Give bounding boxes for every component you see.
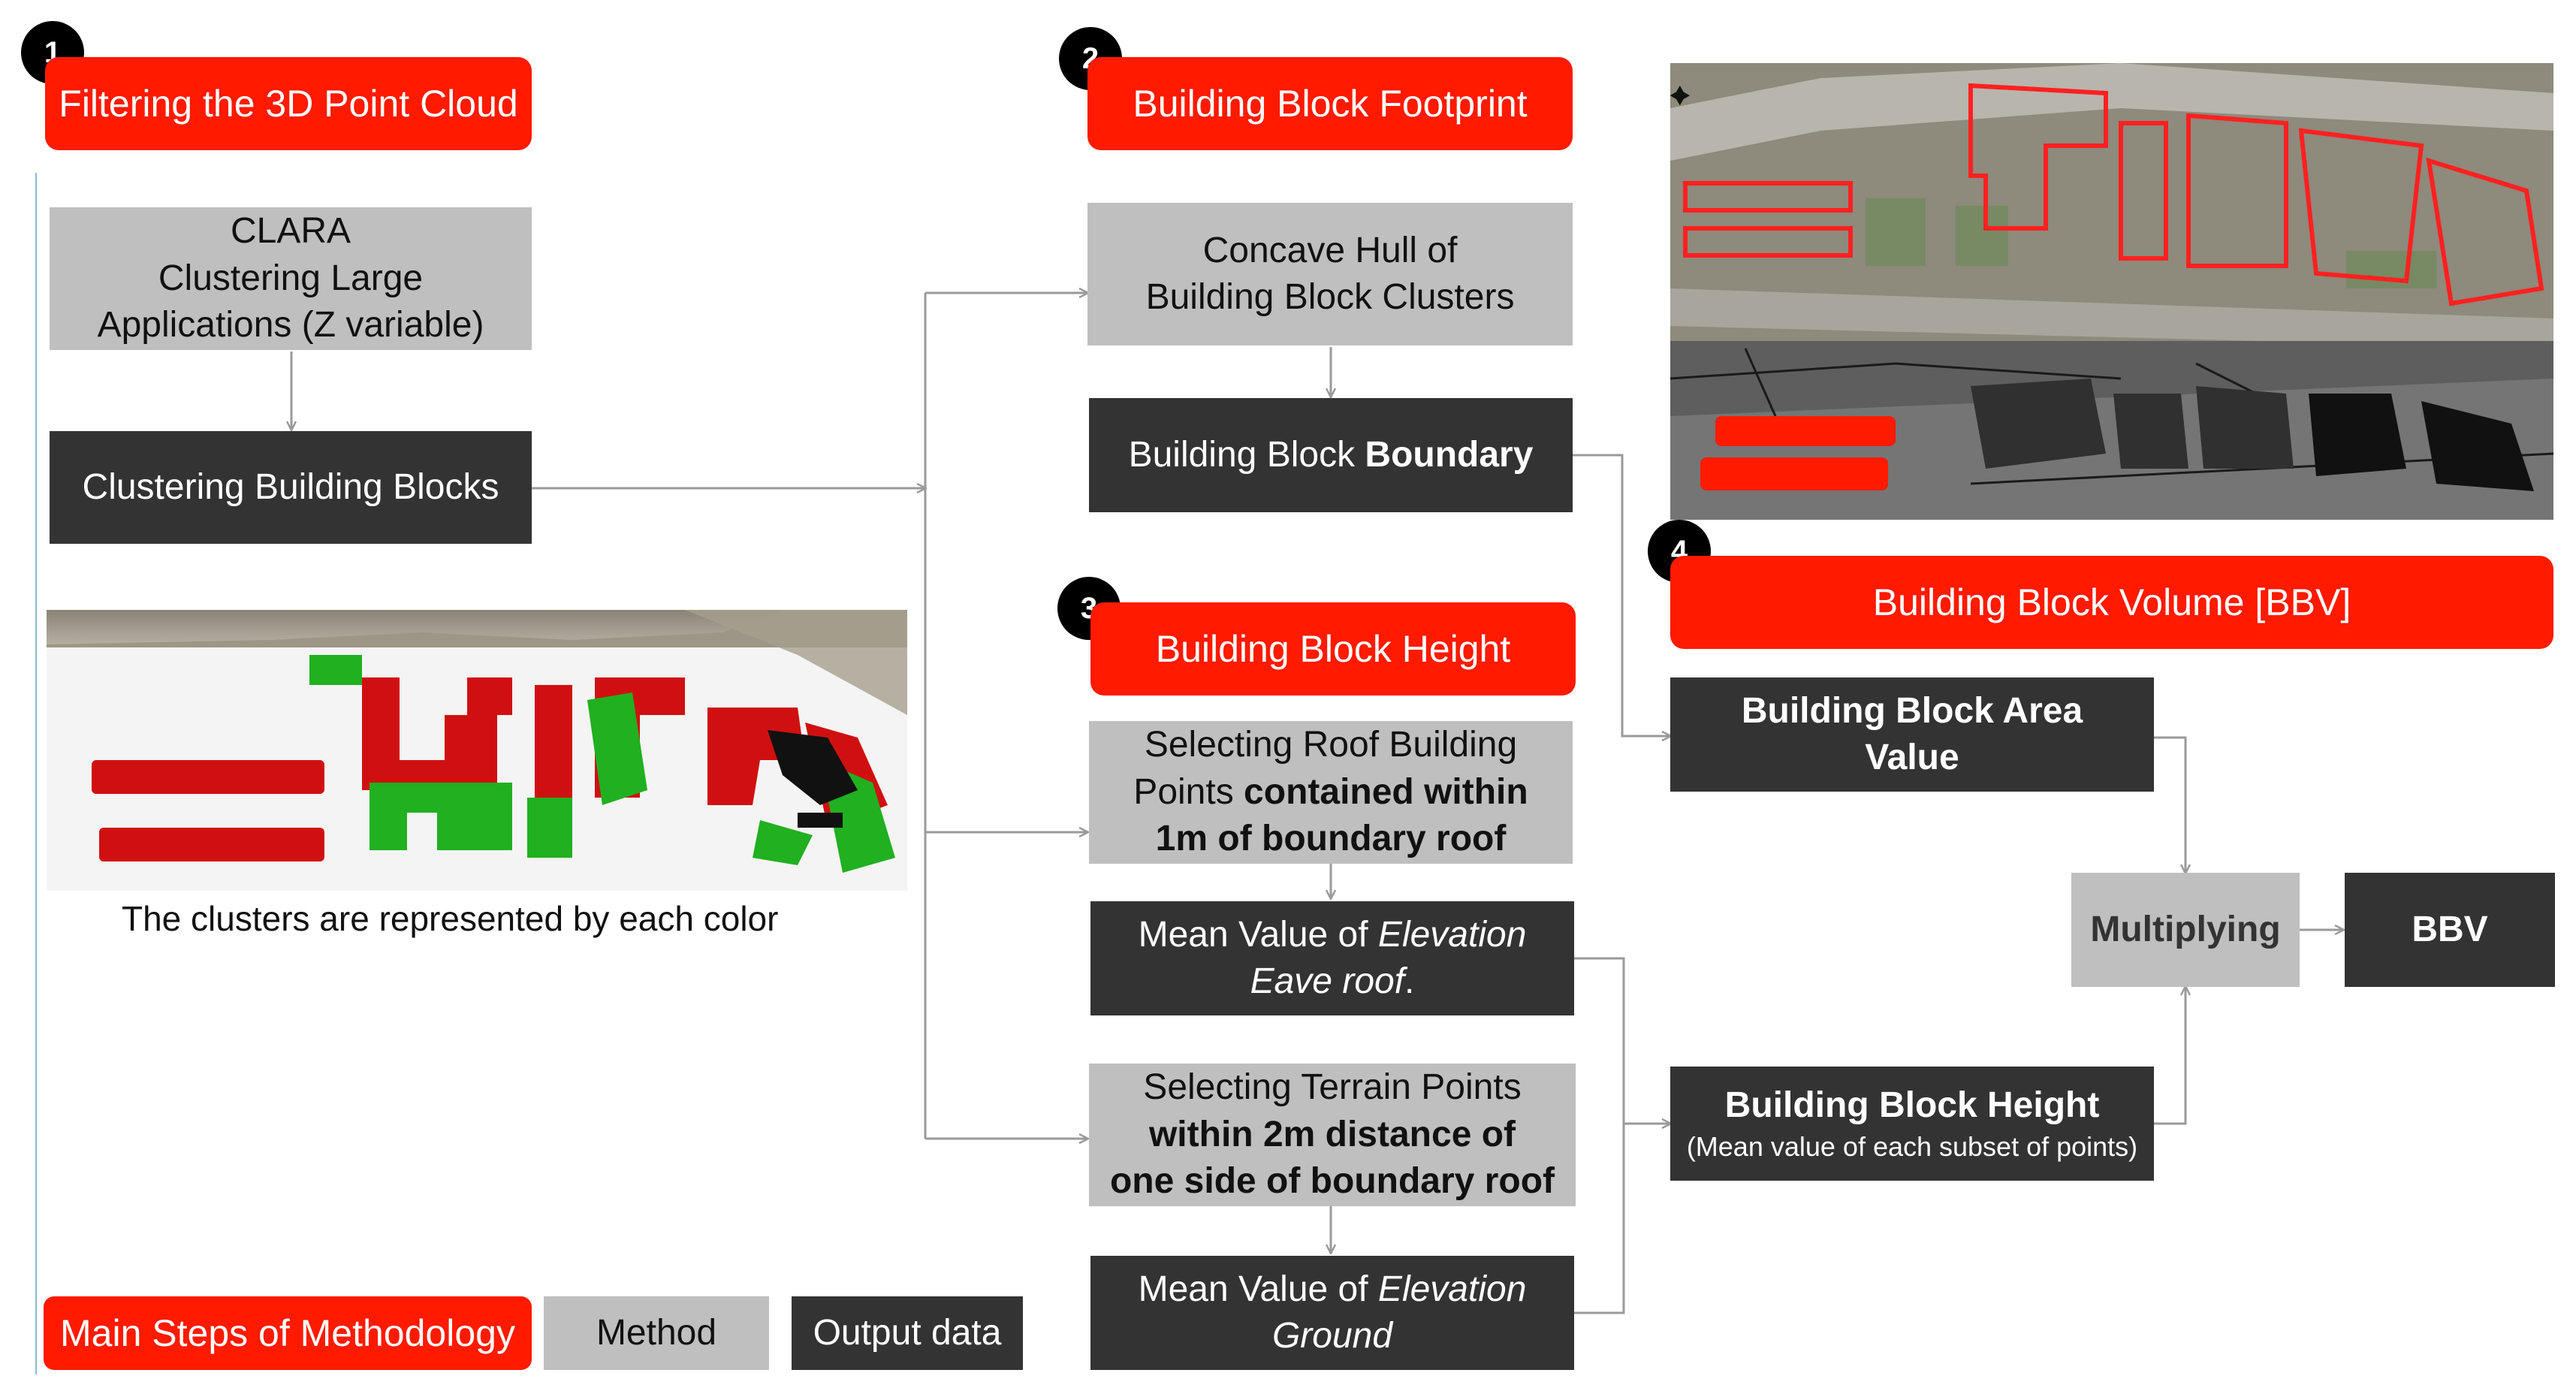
area-value-output-box: Building Block Area Value (1670, 677, 2154, 792)
roof-select-line-3: 1m of boundary roof (1155, 819, 1507, 859)
multiplying-method-box: Multiplying (2071, 873, 2300, 987)
concave-hull-line-1: Concave Hull of (1202, 230, 1458, 270)
concave-hull-line-2: Building Block Clusters (1145, 277, 1515, 317)
height-output-box: Building Block Height (Mean value of eac… (1670, 1067, 2154, 1181)
height-output-title: Building Block Height (1724, 1085, 2100, 1126)
step-1-header: Filtering the 3D Point Cloud (45, 57, 532, 150)
clustering-output-box: Clustering Building Blocks (50, 431, 532, 544)
boundary-label-bold: Boundary (1365, 434, 1534, 475)
area-line-2: Value (1865, 738, 1959, 777)
eave-line-2-italic: Eave roof (1250, 961, 1405, 1001)
legend-method: Method (544, 1296, 769, 1370)
aerial-3d-building-image (1670, 63, 2553, 520)
roof-select-line-2-bold: contained within (1244, 771, 1528, 812)
cluster-visualization-image (47, 610, 907, 891)
boundary-label-plain: Building Block (1128, 434, 1365, 475)
bbv-output-box: BBV (2345, 873, 2555, 987)
step-3-header: Building Block Height (1090, 602, 1576, 695)
step-2-header: Building Block Footprint (1087, 57, 1573, 150)
compass-icon (1670, 86, 1691, 106)
arrow-boundary-to-area (1573, 454, 1670, 736)
clara-line-1: CLARA (230, 211, 351, 252)
eave-line-1-plain: Mean Value of (1138, 914, 1378, 955)
roof-select-line-1: Selecting Roof Building (1144, 725, 1518, 765)
ground-line-1-italic: Elevation (1377, 1269, 1527, 1309)
legend-output-data: Output data (792, 1296, 1023, 1370)
arrow-height-to-multiplying (2154, 987, 2185, 1125)
terrain-select-line-3: one side of boundary roof (1109, 1161, 1555, 1202)
roof-select-line-2-plain: Points (1133, 771, 1244, 812)
eave-elevation-output-box: Mean Value of Elevation Eave roof. (1090, 901, 1574, 1015)
area-line-1: Building Block Area (1741, 690, 2083, 731)
bracket-eave-ground (1574, 957, 1625, 1314)
terrain-select-line-1: Selecting Terrain Points (1143, 1067, 1522, 1108)
ground-elevation-output-box: Mean Value of Elevation Ground (1090, 1256, 1574, 1370)
terrain-points-method-box: Selecting Terrain Points within 2m dista… (1089, 1064, 1576, 1206)
clara-method-box: CLARA Clustering Large Applications (Z v… (50, 207, 532, 350)
eave-line-1-italic: Elevation (1377, 914, 1527, 955)
arrow-area-to-multiplying (2154, 736, 2185, 873)
ground-line-1-plain: Mean Value of (1138, 1269, 1378, 1309)
eave-line-2-plain: . (1404, 961, 1415, 1001)
concave-hull-method-box: Concave Hull of Building Block Clusters (1087, 203, 1573, 345)
height-output-subtitle: (Mean value of each subset of points) (1686, 1130, 2138, 1162)
legend-main-steps: Main Steps of Methodology (44, 1296, 532, 1370)
cluster-image-caption: The clusters are represented by each col… (122, 899, 779, 938)
roof-points-method-box: Selecting Roof Building Points contained… (1089, 721, 1573, 864)
terrain-select-line-2: within 2m distance of (1148, 1114, 1516, 1154)
clara-line-2: Clustering Large (158, 258, 424, 298)
step-4-header: Building Block Volume [BBV] (1670, 556, 2553, 649)
ground-line-2: Ground (1271, 1316, 1393, 1356)
clara-line-3: Applications (Z variable) (97, 305, 484, 345)
boundary-output-box: Building Block Boundary (1089, 398, 1573, 512)
